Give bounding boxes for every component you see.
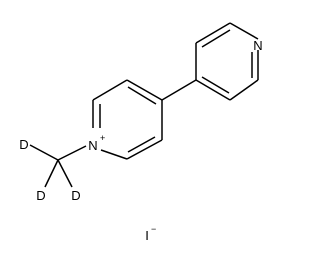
atom-label-deuterium: D — [71, 188, 80, 203]
molecule-structure: N N + D D D I − — [19, 22, 263, 243]
atom-label-deuterium: D — [36, 188, 45, 203]
bond — [195, 22, 231, 44]
cd-bond — [57, 159, 73, 188]
bond — [229, 79, 259, 101]
pyridine-ring — [195, 22, 259, 101]
bond — [100, 149, 128, 160]
cd-bond — [29, 144, 59, 161]
pyridinium-ring — [92, 79, 163, 160]
double-bond-inner — [127, 136, 156, 153]
biaryl-bond — [161, 79, 197, 101]
charge-plus: + — [100, 133, 105, 143]
bond — [195, 79, 231, 101]
double-bond-inner — [201, 29, 231, 48]
atom-label-deuterium: D — [19, 137, 28, 152]
double-bond-inner — [201, 76, 230, 94]
counterion-iodide: I — [145, 228, 149, 243]
double-bond-inner — [127, 86, 157, 105]
bond — [126, 79, 163, 101]
atom-label-pyridine-n: N — [253, 38, 262, 53]
bond — [126, 139, 163, 160]
atom-label-pyridinium-n: N — [88, 138, 97, 153]
charge-minus: − — [151, 224, 156, 234]
n-methyl-bond — [57, 145, 87, 161]
bond — [229, 22, 259, 40]
bond — [92, 79, 128, 101]
cd-bond — [44, 159, 59, 188]
